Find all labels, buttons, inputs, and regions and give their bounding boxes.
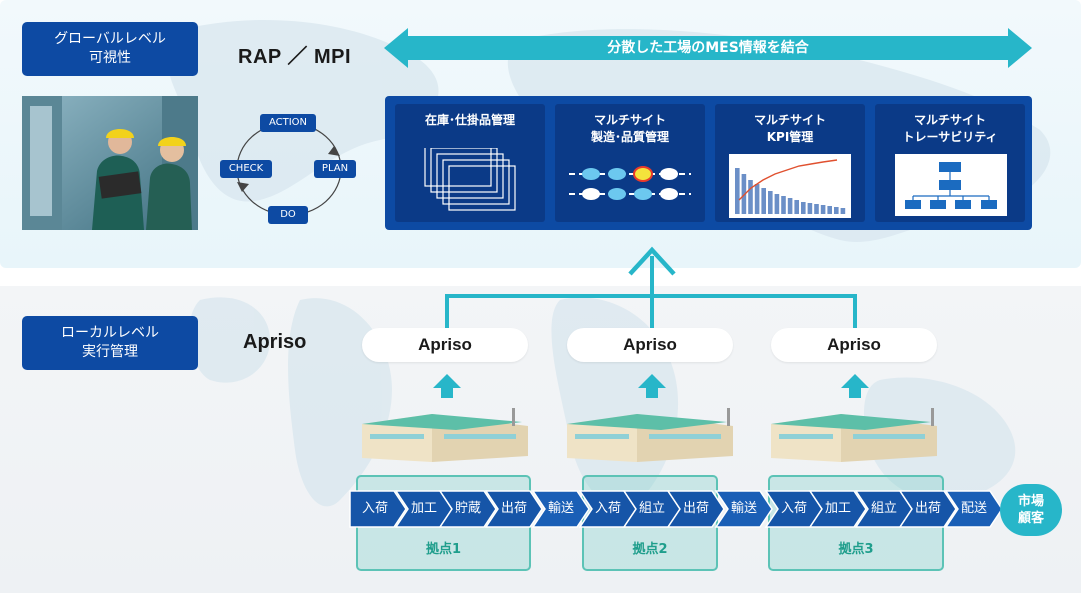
card-multisite-kpi: マルチサイト KPI管理	[715, 104, 865, 222]
apriso-site1: Apriso	[362, 328, 528, 362]
pareto-bar	[840, 208, 846, 214]
banner-text: 分散した工場のMES情報を結合	[607, 40, 809, 56]
pdca-cycle: ACTION PLAN CHECK DO	[216, 106, 366, 230]
pareto-bar	[781, 196, 786, 214]
flow-step-12: 組立	[870, 501, 897, 516]
site-label-3: 拠点3	[838, 542, 874, 557]
market-line2: 顧客	[1017, 511, 1044, 526]
pareto-bar	[761, 188, 766, 214]
flow-step-8: 出荷	[682, 501, 709, 516]
flow-step-11: 加工	[824, 501, 851, 516]
factory-building-1	[362, 408, 528, 462]
global-level-line2: 可視性	[89, 50, 131, 66]
site-label-2: 拠点2	[632, 542, 668, 557]
flow-step-2: 加工	[410, 501, 437, 516]
flow-step-3: 貯蔵	[454, 501, 481, 516]
flow-step-9: 輸送	[730, 501, 757, 516]
flow-step-1: 入荷	[361, 501, 388, 516]
apriso-heading: Apriso	[243, 331, 307, 353]
flow-chevron-3	[438, 490, 497, 528]
pareto-bar	[768, 191, 773, 214]
factory-building-2	[567, 408, 733, 462]
pareto-bar	[820, 205, 826, 214]
flow-chevron-4	[484, 490, 543, 528]
flow-step-4: 出荷	[500, 501, 527, 516]
flow-chevron-8	[666, 490, 725, 528]
pareto-bar	[814, 204, 819, 214]
local-level-line1: ローカルレベル	[61, 325, 159, 341]
apriso-site2: Apriso	[567, 328, 733, 362]
apriso-site3: Apriso	[771, 328, 937, 362]
pareto-bar	[827, 206, 832, 214]
market-customer-badge: 市場 顧客	[1000, 484, 1062, 536]
global-functions-panel: 在庫･仕掛品管理 マルチサイト 製造･品質管理 マルチサイト	[385, 96, 1032, 230]
card-multisite-quality: マルチサイト 製造･品質管理	[555, 104, 705, 222]
flow-chevron-9	[714, 490, 773, 528]
up-arrow-site3	[841, 374, 869, 398]
site-label-1: 拠点1	[425, 542, 462, 557]
card-inventory: 在庫･仕掛品管理	[395, 104, 545, 222]
pareto-chart-icon	[729, 154, 851, 218]
market-line1: 市場	[1017, 494, 1044, 509]
flow-step-7: 組立	[638, 501, 665, 516]
pareto-bar	[801, 202, 806, 214]
pdca-plan: PLAN	[314, 160, 356, 178]
global-level-label: グローバルレベル 可視性	[22, 22, 198, 76]
flow-step-13: 出荷	[914, 501, 941, 516]
factory-workers-photo	[22, 96, 198, 230]
pareto-bar	[834, 207, 839, 214]
pareto-bar	[774, 194, 780, 214]
pareto-bar	[748, 180, 753, 214]
card-trace-line2: トレーサビリティ	[902, 130, 998, 144]
flow-step-14: 配送	[960, 501, 987, 516]
card-kpi-line1: マルチサイト	[753, 113, 826, 127]
flow-step-5: 輸送	[547, 501, 574, 516]
pareto-bar	[754, 184, 760, 214]
factory-building-3	[771, 408, 937, 462]
local-level-line2: 実行管理	[82, 344, 138, 360]
hierarchy-tree-icon	[895, 154, 1007, 216]
stacked-windows-icon	[424, 148, 516, 211]
global-level-line1: グローバルレベル	[54, 31, 166, 47]
pareto-bar	[807, 203, 813, 214]
up-arrow-site2	[638, 374, 666, 398]
pdca-action: ACTION	[260, 114, 316, 132]
flow-chevron-1	[349, 490, 407, 528]
pareto-bar	[741, 174, 747, 214]
flow-chevron-14	[944, 490, 1003, 528]
up-arrow-site1	[433, 374, 461, 398]
flow-chevron-11	[808, 490, 867, 528]
pdca-check: CHECK	[220, 160, 272, 178]
card-inventory-title: 在庫･仕掛品管理	[424, 113, 515, 127]
card-quality-line1: マルチサイト	[593, 113, 666, 127]
flow-step-10: 入荷	[780, 501, 807, 516]
process-nodes-icon	[569, 166, 691, 200]
flow-chevron-5	[531, 490, 590, 528]
double-arrow-banner	[384, 28, 1032, 68]
rap-mpi-heading: RAP ／ MPI	[238, 46, 352, 68]
pdca-do: DO	[268, 206, 308, 224]
flow-chevron-13	[898, 490, 957, 528]
card-trace-line1: マルチサイト	[913, 113, 986, 127]
flow-step-6: 入荷	[594, 501, 621, 516]
pareto-bar	[794, 200, 799, 214]
pareto-bar	[787, 198, 793, 214]
local-level-label: ローカルレベル 実行管理	[22, 316, 198, 370]
card-quality-line2: 製造･品質管理	[590, 130, 669, 144]
card-kpi-line2: KPI管理	[766, 130, 814, 144]
pareto-bar	[735, 168, 740, 214]
card-multisite-traceability: マルチサイト トレーサビリティ	[875, 104, 1025, 222]
